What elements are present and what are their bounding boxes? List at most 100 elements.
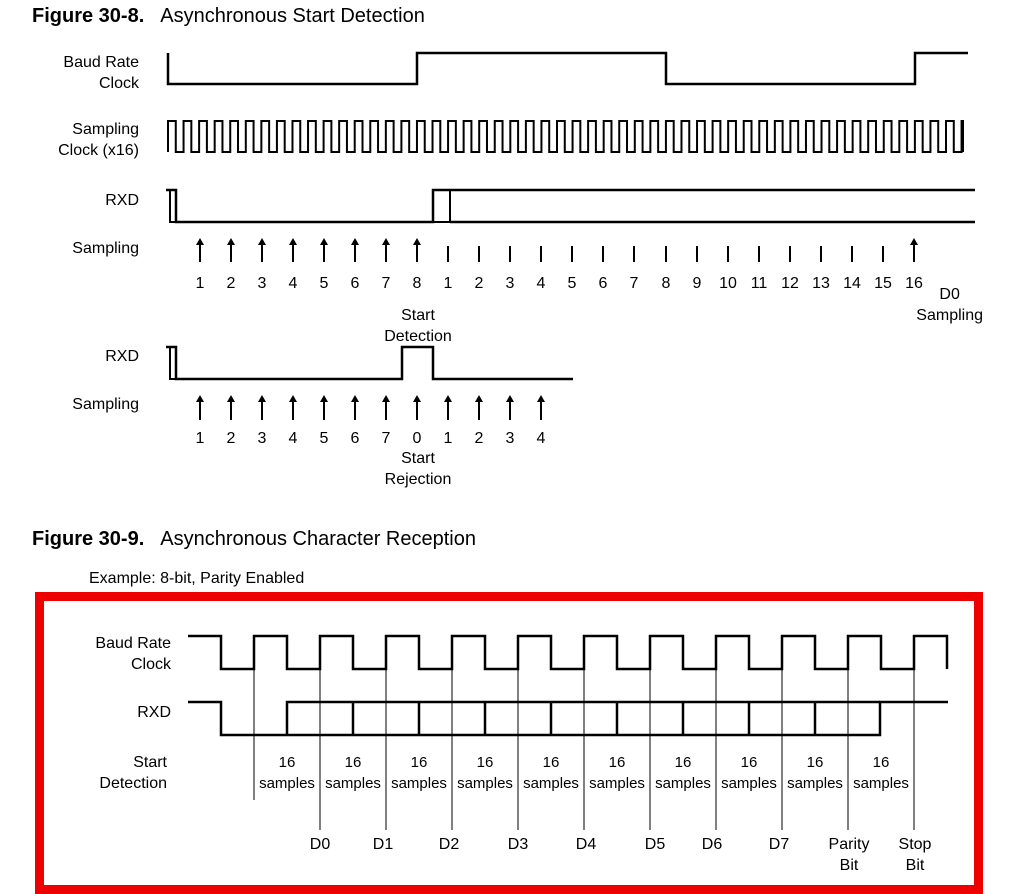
rejection-arrow-5-head — [320, 395, 328, 402]
samples-word: samples — [721, 775, 777, 792]
sampling-arrow-5-head — [320, 238, 328, 245]
rxd-waveform-edge — [166, 189, 451, 223]
sample-number-4: 4 — [288, 275, 298, 292]
rejection-arrow-1-head — [196, 395, 204, 402]
label-line: Clock — [98, 75, 139, 92]
label-line: Sampling — [72, 121, 139, 138]
label-line: Detection — [99, 775, 167, 792]
label-line: Bit — [905, 857, 925, 874]
rejection-number-1: 1 — [195, 430, 205, 447]
sample-number-9: 1 — [443, 275, 453, 292]
rejection-number-4: 4 — [288, 430, 298, 447]
samples-label-4: 16 samples — [457, 752, 513, 794]
sample-number-12: 4 — [536, 275, 546, 292]
sample-number-15: 7 — [629, 275, 639, 292]
label-line: D0 — [939, 286, 960, 303]
bit-label-d5: D5 — [644, 836, 666, 853]
figure-number: Figure 30-9. — [32, 528, 145, 550]
samples-word: samples — [259, 775, 315, 792]
sampling-arrow-2-head — [227, 238, 235, 245]
rejection-number-8: 0 — [412, 430, 422, 447]
sample-number-3: 3 — [257, 275, 267, 292]
bit-label-d6: D6 — [701, 836, 723, 853]
samples-word: samples — [391, 775, 447, 792]
rejection-arrow-3-head — [258, 395, 266, 402]
rejection-arrow-7-head — [382, 395, 390, 402]
sampling-arrow-3-head — [258, 238, 266, 245]
rejection-number-5: 5 — [319, 430, 329, 447]
rejection-number-10: 2 — [474, 430, 484, 447]
samples-count: 16 — [608, 754, 626, 771]
rxd-rejection-edge — [166, 346, 176, 380]
rejection-arrow-6-head — [351, 395, 359, 402]
sample-number-11: 3 — [505, 275, 515, 292]
samples-count: 16 — [542, 754, 560, 771]
bit-label-d7: D7 — [768, 836, 790, 853]
rxd-rejection-label: RXD — [105, 348, 139, 365]
rxd-label: RXD — [105, 192, 139, 209]
samples-word: samples — [457, 775, 513, 792]
rejection-arrow-4-head — [289, 395, 297, 402]
baud-rate-clock-fig9-waveform — [188, 634, 949, 671]
label-line: Detection — [384, 328, 452, 345]
sample-number-18: 10 — [719, 275, 737, 292]
rejection-arrow-8-head — [413, 395, 421, 402]
sample-number-5: 5 — [319, 275, 329, 292]
sample-number-13: 5 — [567, 275, 577, 292]
rejection-number-6: 6 — [350, 430, 360, 447]
label-line: Baud Rate — [63, 54, 139, 71]
samples-count: 16 — [872, 754, 890, 771]
label-line: Clock — [130, 656, 171, 673]
samples-label-8: 16 samples — [721, 752, 777, 794]
samples-word: samples — [853, 775, 909, 792]
samples-label-10: 16 samples — [853, 752, 909, 794]
figure-30-9-title: Figure 30-9.Asynchronous Character Recep… — [32, 528, 476, 551]
sample-number-16: 8 — [661, 275, 671, 292]
figure-30-8-title: Figure 30-8.Asynchronous Start Detection — [32, 5, 425, 28]
bit-label-d2: D2 — [438, 836, 460, 853]
rejection-arrow-9-head — [444, 395, 452, 402]
sample-number-8: 8 — [412, 275, 422, 292]
samples-label-3: 16 samples — [391, 752, 447, 794]
samples-word: samples — [523, 775, 579, 792]
rejection-number-2: 2 — [226, 430, 236, 447]
samples-count: 16 — [476, 754, 494, 771]
sampling-clock-waveform — [167, 120, 964, 153]
label-line: Bit — [839, 857, 859, 874]
rejection-arrow-12-head — [537, 395, 545, 402]
samples-word: samples — [325, 775, 381, 792]
stop-bit-label: Stop Bit — [899, 834, 932, 876]
samples-count: 16 — [740, 754, 758, 771]
samples-word: samples — [589, 775, 645, 792]
sampling-clock-label: Sampling Clock (x16) — [58, 119, 139, 161]
start-rejection-label: Start Rejection — [385, 448, 452, 490]
label-line: Clock (x16) — [58, 142, 139, 159]
bit-label-d1: D1 — [372, 836, 394, 853]
samples-count: 16 — [410, 754, 428, 771]
label-line: Start — [401, 307, 435, 324]
samples-word: samples — [787, 775, 843, 792]
sample-number-10: 2 — [474, 275, 484, 292]
label-line: Start — [133, 754, 167, 771]
label-line: Start — [401, 450, 435, 467]
rejection-arrow-10-head — [475, 395, 483, 402]
sampling-arrow-7-head — [382, 238, 390, 245]
rejection-number-11: 3 — [505, 430, 515, 447]
rxd-rejection-waveform — [166, 345, 573, 381]
samples-label-5: 16 samples — [523, 752, 579, 794]
sampling-label: Sampling — [72, 240, 139, 257]
baud-rate-clock-waveform — [166, 51, 968, 86]
rejection-number-7: 7 — [381, 430, 391, 447]
rxd-fig9-outline — [188, 700, 948, 737]
samples-count: 16 — [674, 754, 692, 771]
sample-number-20: 12 — [781, 275, 799, 292]
sampling-arrow-24-head — [910, 238, 918, 245]
label-line: Baud Rate — [95, 635, 171, 652]
rxd-label-fig9: RXD — [137, 704, 171, 721]
sample-number-14: 6 — [598, 275, 608, 292]
sample-number-1: 1 — [195, 275, 205, 292]
